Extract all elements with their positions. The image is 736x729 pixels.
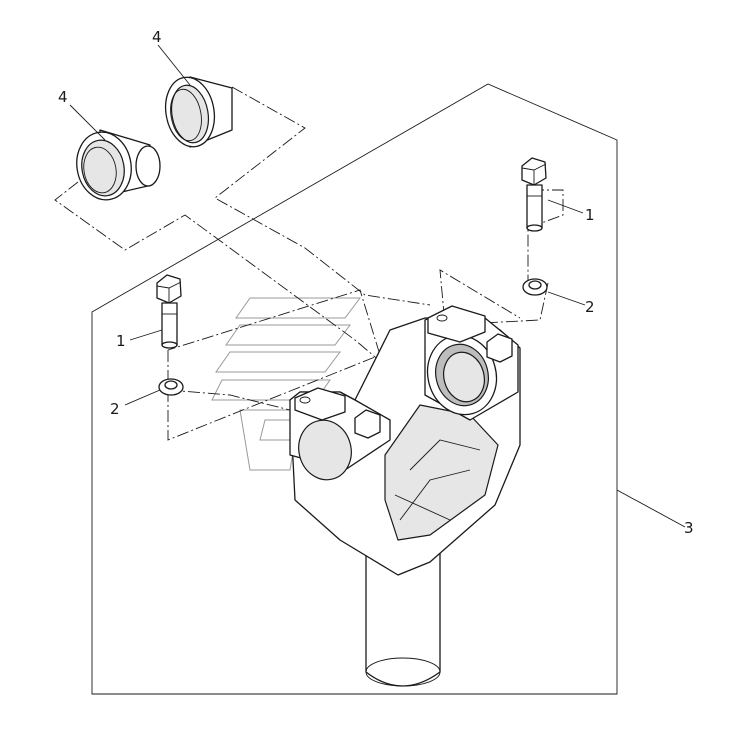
bushing-front <box>76 129 161 201</box>
callout-bushing-front: 4 <box>58 88 68 106</box>
callout-washer-left: 2 <box>110 400 120 418</box>
washer-right <box>522 278 548 296</box>
bolt-left <box>156 274 182 349</box>
callout-yoke: 3 <box>684 519 694 537</box>
callout-washer-right: 2 <box>585 298 595 316</box>
callout-bushing-back: 4 <box>152 28 162 46</box>
bolt-right <box>521 157 547 232</box>
leader-lines <box>69 44 686 528</box>
bushing-back <box>164 76 233 148</box>
yoke <box>289 305 521 687</box>
callout-labels: 4 4 1 1 2 2 3 <box>58 28 694 537</box>
assembly-boundary <box>91 83 618 695</box>
callout-bolt-left: 1 <box>116 332 126 350</box>
callout-bolt-right: 1 <box>585 206 595 224</box>
washer-left <box>158 378 184 396</box>
